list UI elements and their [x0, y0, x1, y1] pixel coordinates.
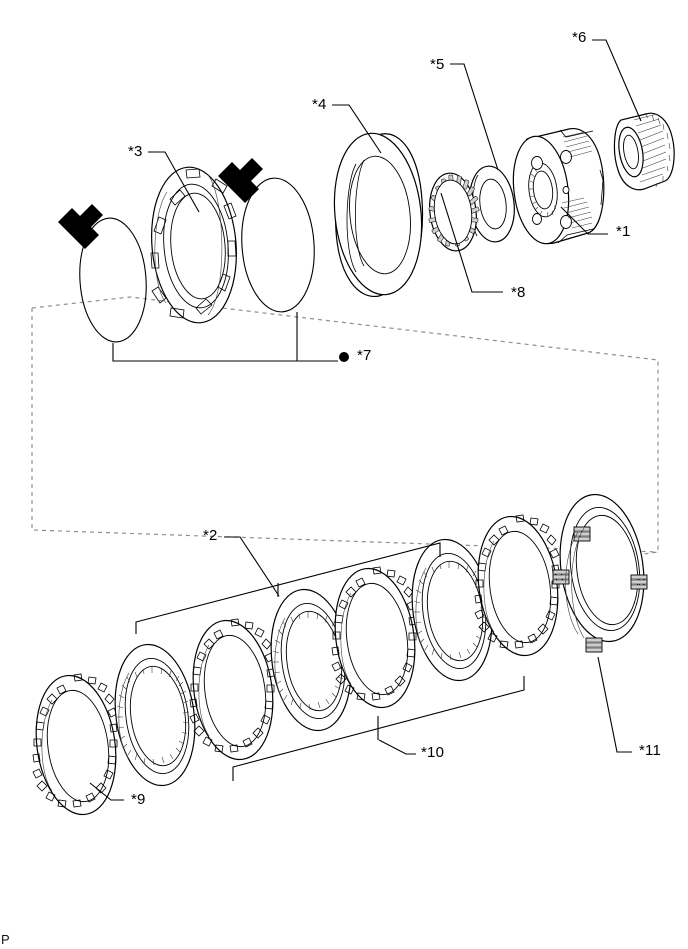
- part-o-ring-seal-outer: [79, 217, 147, 343]
- part-plate-external-teeth-3: [331, 566, 417, 709]
- part-o-ring-seal-inner: [241, 177, 315, 313]
- part-flange-plate-with-lugs: [552, 493, 648, 653]
- callout-label-10: *10: [421, 744, 445, 761]
- install-direction-arrow-left: [58, 204, 103, 249]
- callout-label-7: *7: [357, 347, 372, 364]
- part-splined-sun-gear: [613, 112, 675, 191]
- part-disc-internal-teeth-2: [270, 588, 352, 732]
- part-planetary-carrier-assembly: [512, 128, 605, 245]
- part-plate-external-teeth-2: [189, 618, 275, 761]
- part-plate-external-teeth-4: [474, 514, 560, 657]
- part-disc-internal-teeth-1: [114, 643, 196, 787]
- assembly-group-dashed-box: [31, 296, 659, 561]
- leader-lines: [89, 39, 642, 801]
- part-needle-thrust-bearing: [428, 172, 480, 252]
- callout-label-2: *2: [203, 527, 218, 544]
- callout-label-11: *11: [639, 742, 662, 759]
- callout-label-6: *6: [572, 29, 587, 46]
- part-plate-external-teeth-1: [32, 673, 118, 816]
- page-corner-mark: P: [1, 932, 10, 947]
- callout-label-9: *9: [131, 791, 146, 808]
- part-disc-internal-teeth-3: [411, 538, 493, 682]
- part-clutch-piston: [333, 132, 424, 297]
- install-direction-arrow-right: [218, 158, 263, 203]
- bullet-marker-7: [339, 352, 349, 362]
- callout-label-3: *3: [128, 143, 143, 160]
- callout-label-1: *1: [616, 223, 631, 240]
- part-return-spring-retainer: [150, 166, 237, 324]
- callout-label-5: *5: [430, 56, 445, 73]
- callout-label-8: *8: [511, 284, 526, 301]
- callout-label-4: *4: [312, 96, 327, 113]
